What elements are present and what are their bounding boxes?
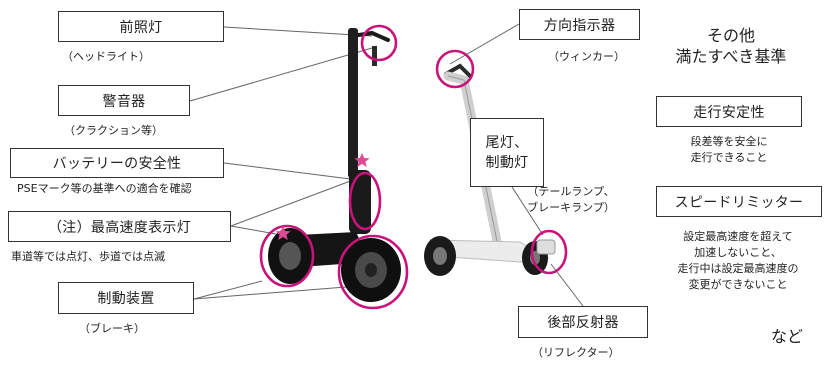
turn-signal-note: （ウィンカー）: [548, 50, 625, 63]
battery-note: PSEマーク等の基準への適合を確認: [17, 182, 192, 195]
turn-signal-label: 方向指示器: [519, 9, 640, 40]
tail-lamp-label-line1: 尾灯、: [485, 134, 529, 151]
headlight-label: 前照灯: [58, 11, 224, 42]
other-heading-line1: その他: [706, 26, 755, 45]
horn-note: （クラクション等）: [64, 124, 163, 137]
tail-lamp-note-line2: ブレーキランプ）: [527, 201, 615, 214]
horn-label: 警音器: [58, 85, 190, 116]
tail-lamp-label-line2: 制動灯: [485, 154, 529, 171]
other-heading-line2: 満たすべき基準: [675, 47, 787, 66]
speed-lamp-note: 車道等では点灯、歩道では点滅: [11, 250, 165, 263]
etc-text: など: [770, 327, 803, 346]
tail-lamp-label: 尾灯、 制動灯: [470, 118, 544, 187]
battery-safety-label: バッテリーの安全性: [10, 148, 224, 178]
stability-note-line2: 走行できること: [690, 151, 768, 164]
other-standards-heading: その他 満たすべき基準: [660, 25, 802, 67]
brake-label: 制動装置: [58, 282, 194, 314]
headlight-note: （ヘッドライト）: [62, 50, 150, 63]
stability-label: 走行安定性: [656, 96, 802, 127]
scooter-rear-view: [424, 63, 556, 276]
speed-limiter-label: スピードリミッター: [656, 186, 822, 217]
speed-limiter-note-line3: 走行中は設定最高速度の: [677, 262, 799, 275]
speed-limiter-note: 設定最高速度を超えて 加速しないこと、 走行中は設定最高速度の 変更ができないこ…: [650, 229, 826, 293]
tail-lamp-note: （テールランプ、 ブレーキランプ）: [512, 184, 630, 216]
speed-limiter-note-line4: 変更ができないこと: [688, 278, 788, 291]
speed-limiter-note-line1: 設定最高速度を超えて: [683, 230, 793, 243]
stability-note: 段差等を安全に 走行できること: [656, 134, 802, 166]
reflector-note: （リフレクター）: [532, 346, 620, 359]
star-markers: [275, 153, 370, 240]
speed-limiter-note-line2: 加速しないこと、: [694, 246, 782, 259]
stability-note-line1: 段差等を安全に: [690, 135, 768, 148]
speed-lamp-label: （注）最高速度表示灯: [8, 211, 231, 242]
tail-lamp-note-line1: （テールランプ、: [527, 185, 615, 198]
brake-note: （ブレーキ）: [79, 322, 145, 335]
scooter-front-view: [268, 28, 401, 302]
highlight-circles: [259, 24, 568, 310]
reflector-label: 後部反射器: [518, 306, 648, 338]
